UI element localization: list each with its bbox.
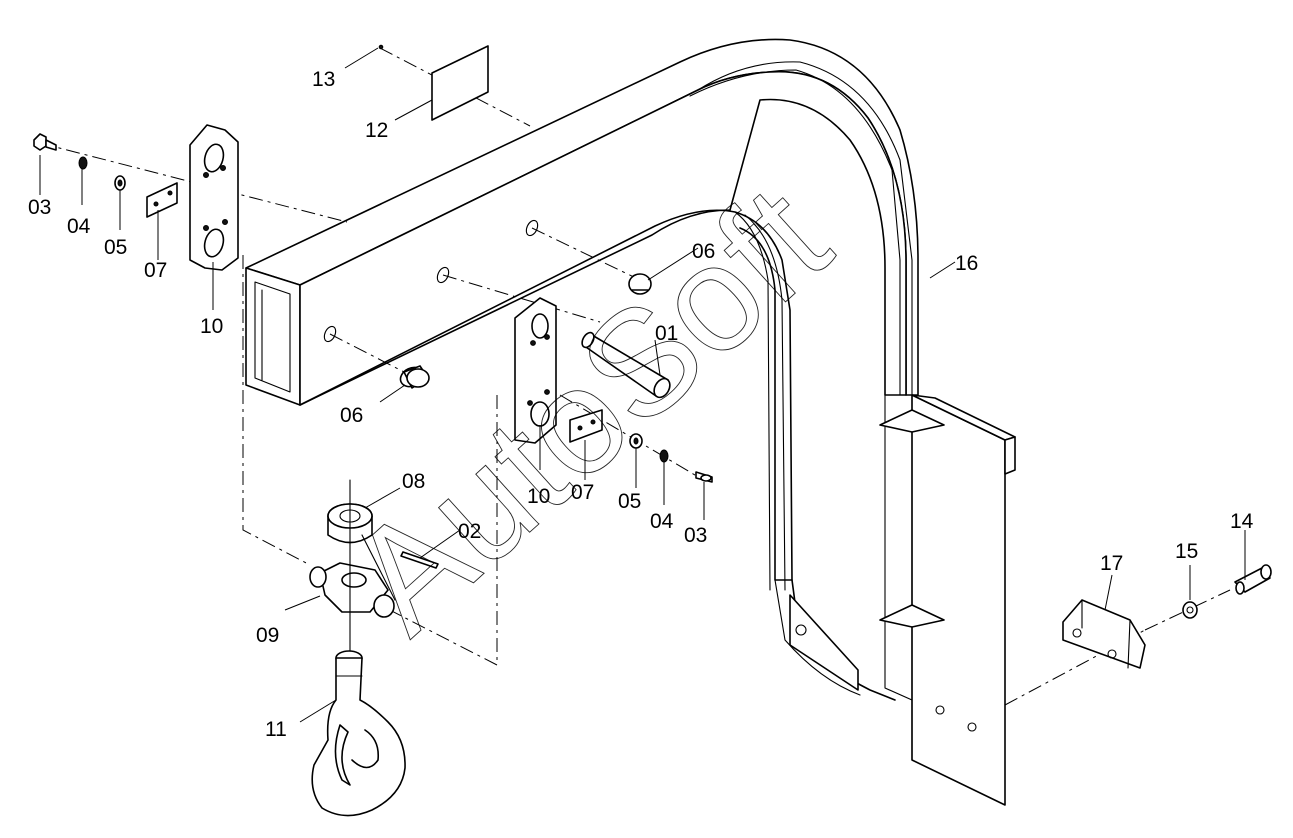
c-frame-beam [245, 38, 1016, 806]
callout-06-lower: 06 [340, 404, 363, 427]
yoke-swivel [309, 479, 396, 681]
wedge-block [1062, 599, 1146, 669]
side-plate-left [189, 124, 239, 271]
callout-16: 16 [955, 252, 978, 275]
callout-17: 17 [1100, 552, 1123, 575]
cap-plug-lower [399, 365, 430, 389]
callout-04-left: 04 [67, 215, 91, 238]
callout-05-left: 05 [104, 236, 127, 259]
callout-07-left: 07 [144, 259, 167, 282]
cap-plug-upper [628, 273, 652, 295]
callout-06-upper: 06 [692, 240, 715, 263]
callout-13: 13 [312, 68, 335, 91]
leader-lines [39, 47, 1246, 723]
callout-04-middle: 04 [650, 510, 674, 533]
nut-left [114, 175, 126, 191]
callout-01: 01 [655, 322, 678, 345]
bolt-left [33, 133, 57, 151]
callout-07-middle: 07 [571, 481, 594, 504]
callout-10-left: 10 [200, 315, 223, 338]
rivet-marker [378, 44, 384, 50]
callout-08: 08 [402, 470, 425, 493]
pin-shaft [581, 331, 671, 399]
label-plate [431, 45, 489, 121]
nut-right [1182, 601, 1198, 619]
callout-10-middle: 10 [527, 485, 550, 508]
callout-09: 09 [256, 624, 279, 647]
retainer-plate-middle [569, 409, 603, 443]
callout-15: 15 [1175, 540, 1198, 563]
bolt-right [1234, 564, 1272, 595]
callout-11: 11 [265, 718, 287, 741]
side-plate-middle [514, 297, 557, 444]
lifting-hook [311, 650, 406, 817]
retainer-plate-left [146, 182, 178, 218]
bolt-middle [695, 471, 713, 483]
callout-03-middle: 03 [684, 524, 707, 547]
callout-12: 12 [365, 119, 388, 142]
cotter-pin [400, 551, 439, 569]
callout-labels: 13 12 03 04 05 07 10 06 06 01 16 08 02 1… [28, 68, 1254, 741]
callout-05-middle: 05 [618, 490, 641, 513]
callout-02: 02 [458, 520, 481, 543]
callout-03-left: 03 [28, 196, 51, 219]
callout-14: 14 [1230, 510, 1254, 533]
lock-washer-left [78, 156, 88, 170]
